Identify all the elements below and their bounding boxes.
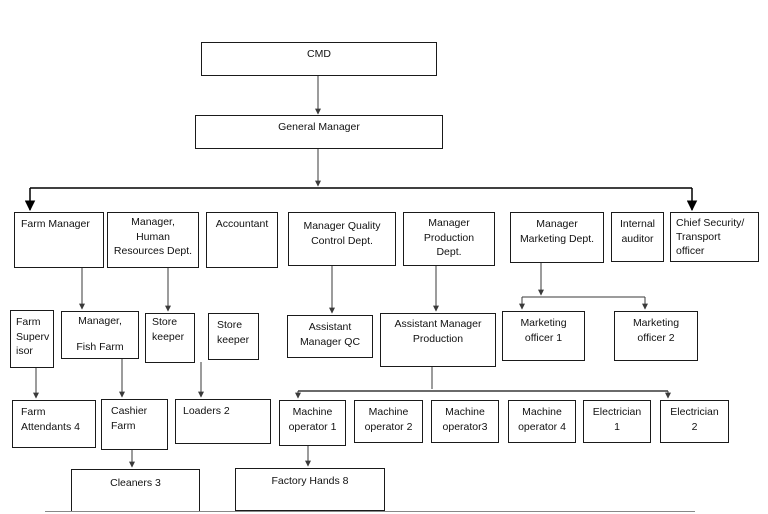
node-cmd: CMD	[201, 42, 437, 76]
node-marketing-manager-label: Manager Marketing Dept.	[519, 218, 595, 245]
bottom-rule	[45, 511, 695, 512]
node-machine-operator-1: Machine operator 1	[279, 400, 346, 446]
node-machine-operator-4-label: Machine operator 4	[518, 406, 566, 433]
node-marketing-officer-1-label: Marketing officer 1	[520, 317, 567, 344]
node-store-keeper-2: Store keeper	[208, 313, 259, 360]
node-machine-operator-2-label: Machine operator 2	[364, 406, 413, 433]
node-machine-operator-1-label: Machine operator 1	[288, 406, 337, 433]
node-electrician-1: Electrician 1	[583, 400, 651, 443]
node-store-keeper-2-label: Store keeper	[217, 319, 250, 346]
node-assistant-production-label: Assistant Manager Production	[394, 318, 482, 345]
node-farm-attendants-label: Farm Attendants 4	[21, 406, 80, 433]
node-machine-operator-3-label: Machine operator3	[442, 406, 488, 433]
node-accountant: Accountant	[206, 212, 278, 268]
node-factory-hands: Factory Hands 8	[235, 468, 385, 511]
node-marketing-officer-1: Marketing officer 1	[502, 311, 585, 361]
node-cmd-label: CMD	[307, 48, 331, 60]
node-cleaners: Cleaners 3	[71, 469, 200, 512]
node-general-manager-label: General Manager	[278, 121, 360, 133]
node-qc-manager-label: Manager Quality Control Dept.	[303, 220, 381, 247]
node-electrician-1-label: Electrician 1	[592, 406, 642, 433]
node-production-manager: Manager Production Dept.	[403, 212, 495, 266]
node-general-manager: General Manager	[195, 115, 443, 149]
node-machine-operator-4: Machine operator 4	[508, 400, 576, 443]
node-chief-security: Chief Security/ Transport officer	[670, 212, 759, 262]
node-factory-hands-label: Factory Hands 8	[271, 475, 349, 487]
node-electrician-2: Electrician 2	[660, 400, 729, 443]
node-accountant-label: Accountant	[215, 218, 269, 230]
node-marketing-officer-2: Marketing officer 2	[614, 311, 698, 361]
node-electrician-2-label: Electrician 2	[670, 406, 719, 433]
node-farm-manager-label: Farm Manager	[21, 218, 90, 230]
node-internal-auditor-label: Internal auditor	[619, 218, 656, 245]
node-hr-manager: Manager, Human Resources Dept.	[107, 212, 199, 268]
node-marketing-officer-2-label: Marketing officer 2	[632, 317, 680, 344]
node-farm-supervisor-label: Farm Superv isor	[16, 316, 50, 357]
node-farm-supervisor: Farm Superv isor	[10, 310, 54, 368]
node-production-manager-label: Manager Production Dept.	[423, 217, 475, 258]
node-cleaners-label: Cleaners 3	[110, 477, 161, 489]
node-marketing-manager: Manager Marketing Dept.	[510, 212, 604, 263]
node-internal-auditor: Internal auditor	[611, 212, 664, 262]
node-loaders: Loaders 2	[175, 399, 271, 444]
node-assistant-production: Assistant Manager Production	[380, 313, 496, 367]
node-machine-operator-2: Machine operator 2	[354, 400, 423, 443]
node-fish-farm-manager: Manager, Fish Farm	[61, 311, 139, 359]
node-farm-attendants: Farm Attendants 4	[12, 400, 96, 448]
node-loaders-label: Loaders 2	[183, 405, 230, 417]
node-farm-manager: Farm Manager	[14, 212, 104, 268]
node-cashier-farm: Cashier Farm	[101, 399, 168, 450]
node-cashier-farm-label: Cashier Farm	[111, 405, 148, 432]
node-store-keeper-1-label: Store keeper	[152, 316, 185, 343]
node-machine-operator-3: Machine operator3	[431, 400, 499, 443]
node-hr-manager-label: Manager, Human Resources Dept.	[113, 216, 193, 257]
node-assistant-qc: Assistant Manager QC	[287, 315, 373, 358]
node-fish-farm-manager-label: Manager, Fish Farm	[76, 315, 124, 353]
node-assistant-qc-label: Assistant Manager QC	[299, 321, 361, 348]
node-chief-security-label: Chief Security/ Transport officer	[676, 217, 745, 257]
node-store-keeper-1: Store keeper	[145, 313, 195, 363]
node-qc-manager: Manager Quality Control Dept.	[288, 212, 396, 266]
